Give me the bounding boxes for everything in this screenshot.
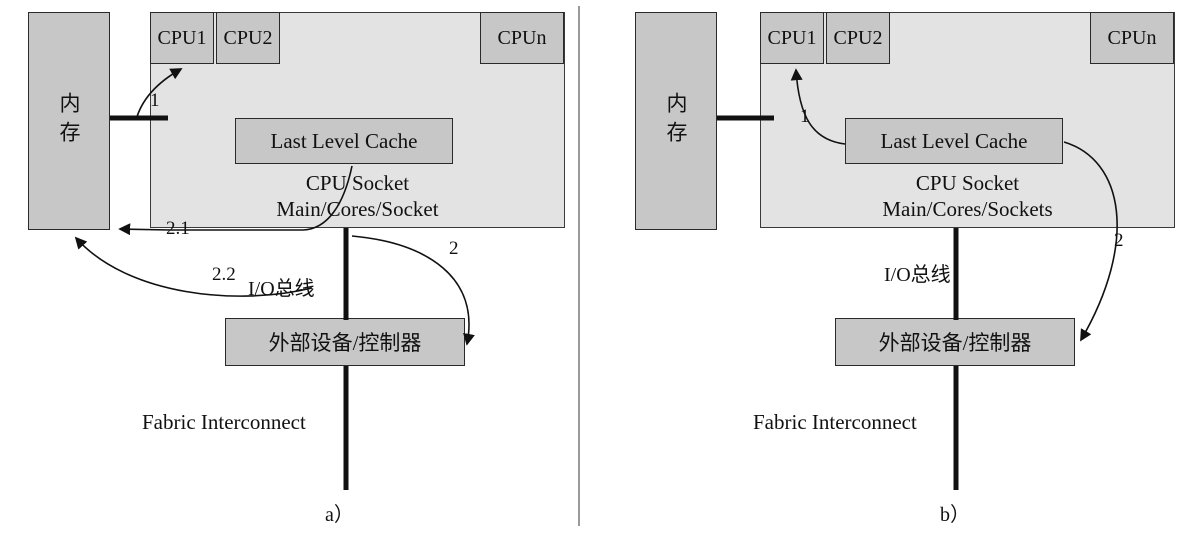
cpu1-label-b: CPU1 [767, 26, 817, 49]
cpu1-label-a: CPU1 [157, 26, 207, 49]
arrow-label-1-b: 1 [800, 106, 810, 127]
socket-title-a: CPU Socket [305, 171, 410, 195]
panel-caption-a: a） [325, 504, 354, 526]
arrow-label-2_1-a: 2.1 [166, 218, 190, 239]
memory-label-b: 内存 [664, 92, 688, 150]
cpun-box-a: CPUn [480, 12, 564, 64]
socket-title-b: CPU Socket [915, 171, 1020, 195]
cpu1-box-a: CPU1 [150, 12, 214, 64]
io-bus-label-a: I/O总线 [248, 278, 315, 300]
socket-subtitle-b: Main/Cores/Sockets [882, 197, 1053, 221]
arrow-label-2_2-a: 2.2 [212, 264, 236, 285]
arrow-label-2-b: 2 [1114, 230, 1124, 251]
socket-subtitle-a: Main/Cores/Socket [276, 197, 439, 221]
device-label-a: 外部设备/控制器 [268, 331, 422, 355]
memory-box-a: 内存 [28, 12, 110, 230]
device-label-b: 外部设备/控制器 [878, 331, 1032, 355]
cache-label-b: Last Level Cache [880, 128, 1028, 153]
cpun-label-a: CPUn [497, 26, 547, 49]
cache-label-a: Last Level Cache [270, 128, 418, 153]
cpu2-label-a: CPU2 [223, 26, 273, 49]
cpun-label-b: CPUn [1107, 26, 1157, 49]
memory-label-a: 内存 [57, 92, 81, 150]
cpu1-box-b: CPU1 [760, 12, 824, 64]
fabric-label-a: Fabric Interconnect [142, 410, 306, 434]
device-box-a: 外部设备/控制器 [225, 318, 465, 366]
io-bus-label-b: I/O总线 [884, 264, 951, 286]
panel-divider [578, 6, 580, 526]
last-level-cache-box-b: Last Level Cache [845, 118, 1063, 164]
socket-caption-a: CPU Socket Main/Cores/Socket [150, 170, 565, 222]
panel-caption-b: b） [940, 504, 970, 526]
arrow-label-1-a: 1 [150, 90, 160, 111]
cpu2-label-b: CPU2 [833, 26, 883, 49]
cpun-box-b: CPUn [1090, 12, 1174, 64]
socket-caption-b: CPU Socket Main/Cores/Sockets [760, 170, 1175, 222]
arrow-label-2-a: 2 [449, 238, 459, 259]
last-level-cache-box-a: Last Level Cache [235, 118, 453, 164]
fabric-label-b: Fabric Interconnect [753, 410, 917, 434]
cpu2-box-b: CPU2 [826, 12, 890, 64]
cpu2-box-a: CPU2 [216, 12, 280, 64]
device-box-b: 外部设备/控制器 [835, 318, 1075, 366]
memory-box-b: 内存 [635, 12, 717, 230]
